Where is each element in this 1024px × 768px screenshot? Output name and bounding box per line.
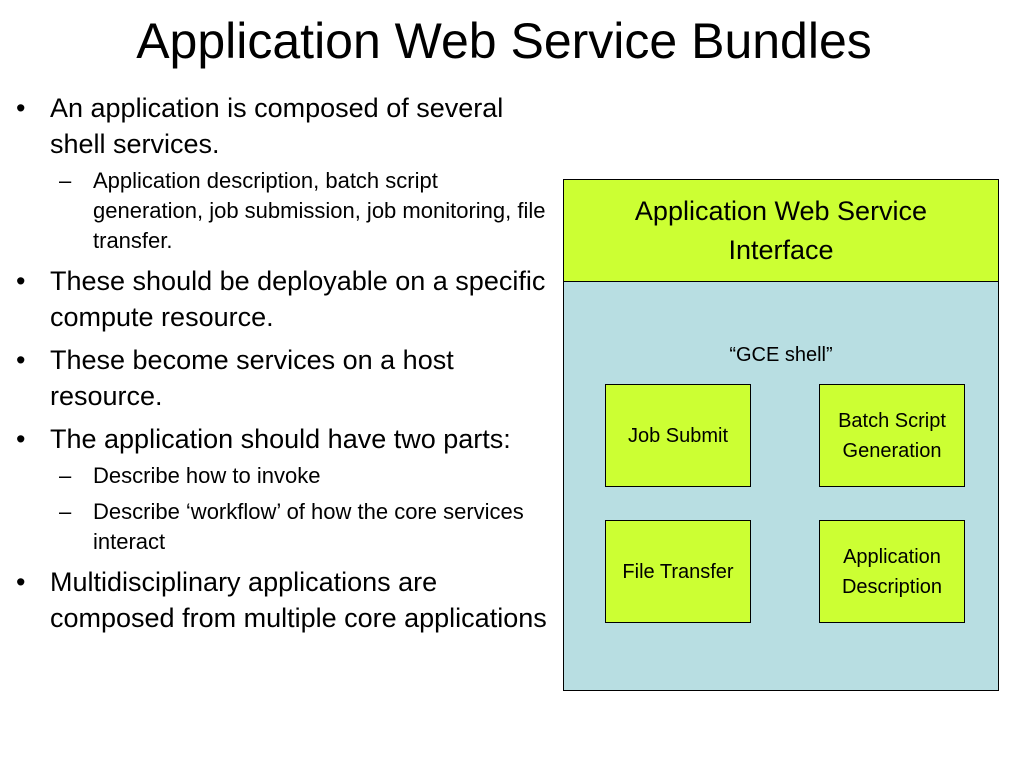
service-bundle-diagram: Application Web Service Interface “GCE s… bbox=[563, 179, 999, 691]
bullet-item: Multidisciplinary applications are compo… bbox=[14, 564, 554, 636]
gce-shell-label: “GCE shell” bbox=[729, 344, 833, 366]
job-submit-box: Job Submit bbox=[605, 384, 751, 487]
web-service-interface-box: Application Web Service Interface bbox=[564, 180, 998, 282]
sub-bullet-item: Describe how to invoke bbox=[48, 461, 554, 491]
bullet-item: These should be deployable on a specific… bbox=[14, 263, 554, 335]
slide-title: Application Web Service Bundles bbox=[136, 13, 872, 69]
bullet-text: The application should have two parts: bbox=[50, 424, 511, 454]
file-transfer-box: File Transfer bbox=[605, 520, 751, 623]
bullet-item: These become services on a host resource… bbox=[14, 342, 554, 414]
bullet-text: These should be deployable on a specific… bbox=[50, 266, 546, 332]
sub-bullet-item: Describe ‘workflow’ of how the core serv… bbox=[48, 497, 554, 557]
sub-bullet-list: Application description, batch script ge… bbox=[50, 166, 554, 256]
bullet-list: An application is composed of several sh… bbox=[14, 90, 554, 643]
job-submit-label: Job Submit bbox=[627, 424, 729, 447]
bullet-text: An application is composed of several sh… bbox=[50, 93, 504, 159]
application-description-label: Application Description bbox=[841, 545, 943, 598]
sub-bullet-list: Describe how to invoke Describe ‘workflo… bbox=[50, 461, 554, 557]
bullet-text: Multidisciplinary applications are compo… bbox=[50, 567, 547, 633]
bullet-item: The application should have two parts: D… bbox=[14, 421, 554, 557]
bullet-text: These become services on a host resource… bbox=[50, 345, 454, 411]
web-service-interface-label: Application Web Service Interface bbox=[634, 195, 928, 265]
application-description-box: Application Description bbox=[819, 520, 965, 623]
batch-script-generation-label: Batch Script Generation bbox=[838, 409, 946, 462]
batch-script-generation-box: Batch Script Generation bbox=[819, 384, 965, 487]
bullet-item: An application is composed of several sh… bbox=[14, 90, 554, 256]
sub-bullet-item: Application description, batch script ge… bbox=[48, 166, 554, 256]
file-transfer-label: File Transfer bbox=[622, 560, 734, 583]
